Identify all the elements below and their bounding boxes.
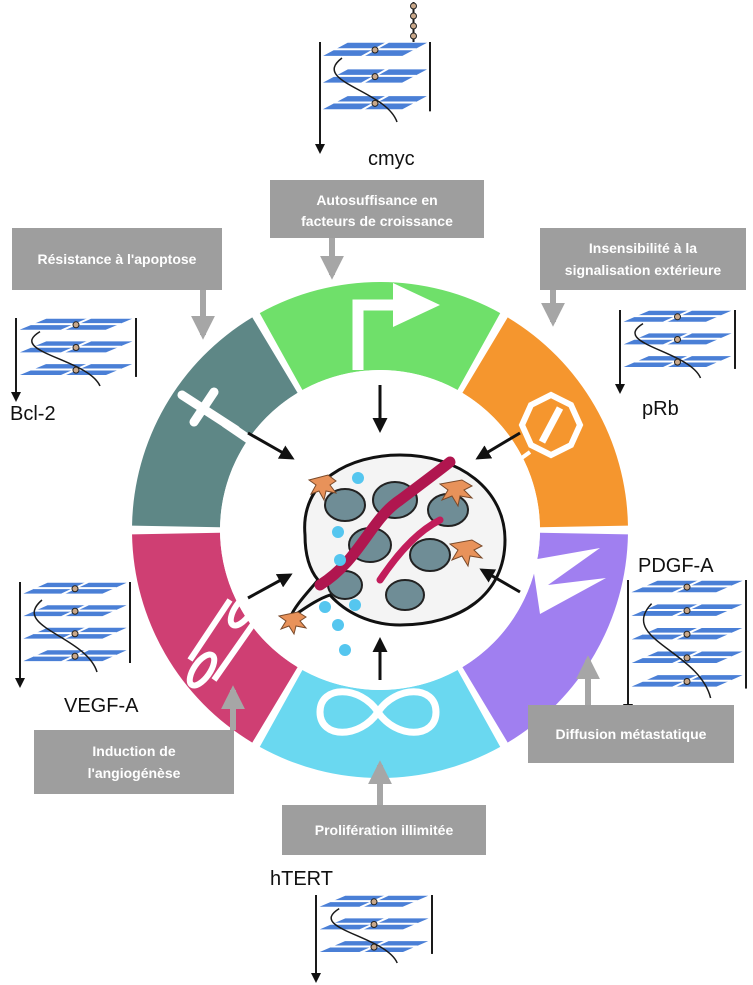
gene-label-pdgfa: PDGF-A [638, 555, 714, 577]
quadruplex-bcl2-icon [11, 317, 137, 402]
box-growth-line-2: facteurs de croissance [301, 213, 453, 229]
bent-arrow-icon [352, 283, 440, 370]
arrow-bottom-left [247, 573, 293, 600]
infinity-icon [316, 688, 440, 736]
quadruplex-vegfa-icon [15, 581, 131, 688]
hallmark-box-apoptosis: Résistance à l'apoptose [12, 228, 222, 290]
arrow-top-right [475, 431, 521, 460]
box-metastasis-line-1: Diffusion métastatique [556, 726, 707, 742]
box-angiogenesis-line-2: l'angiogénèse [88, 765, 181, 781]
quadruplex-prb-icon [615, 309, 736, 394]
gene-label-bcl2: Bcl-2 [10, 403, 56, 425]
ring-segment-growth [259, 281, 501, 391]
box-apoptosis-line-1: Résistance à l'apoptose [38, 251, 197, 267]
gene-label-cmyc: cmyc [368, 148, 415, 170]
box-growth-line-1: Autosuffisance en [316, 192, 437, 208]
stop-sign-icon [503, 391, 584, 472]
quadruplex-cmyc-icon [315, 2, 431, 154]
ring-segment-insensitivity [462, 317, 628, 528]
gene-label-htert: hTERT [270, 868, 333, 890]
hallmark-box-metastasis: Diffusion métastatique [528, 705, 734, 763]
hallmark-box-insensitivity: Insensibilité à la signalisation extérie… [540, 228, 746, 290]
ring-segment-proliferation [259, 669, 501, 778]
gene-label-vegfa: VEGF-A [64, 695, 139, 717]
ring-segment-apoptosis [132, 317, 298, 528]
arrow-bottom-right [479, 568, 521, 594]
cross-icon [177, 387, 280, 462]
box-proliferation-line-1: Prolifération illimitée [315, 822, 454, 838]
quadruplex-htert-icon [311, 894, 433, 983]
box-insensitivity-line-1: Insensibilité à la [589, 240, 697, 256]
connectors [191, 238, 600, 805]
tumor-illustration-icon [277, 453, 507, 656]
hallmark-box-growth: Autosuffisance en facteurs de croissance [270, 180, 484, 238]
spikes-icon [532, 548, 606, 614]
inward-arrows [247, 385, 521, 680]
gene-label-prb: pRb [642, 398, 679, 420]
quadruplex-pdgfa-icon [623, 579, 747, 714]
hallmark-box-angiogenesis: Induction de l'angiogénèse [34, 730, 234, 794]
arrow-top-left [247, 431, 295, 460]
hallmark-box-proliferation: Prolifération illimitée [282, 805, 486, 855]
box-angiogenesis-line-1: Induction de [92, 743, 175, 759]
g-quadruplex-structures [11, 2, 747, 983]
box-insensitivity-line-2: signalisation extérieure [565, 262, 722, 278]
ring-segment-angiogenesis [132, 532, 298, 743]
